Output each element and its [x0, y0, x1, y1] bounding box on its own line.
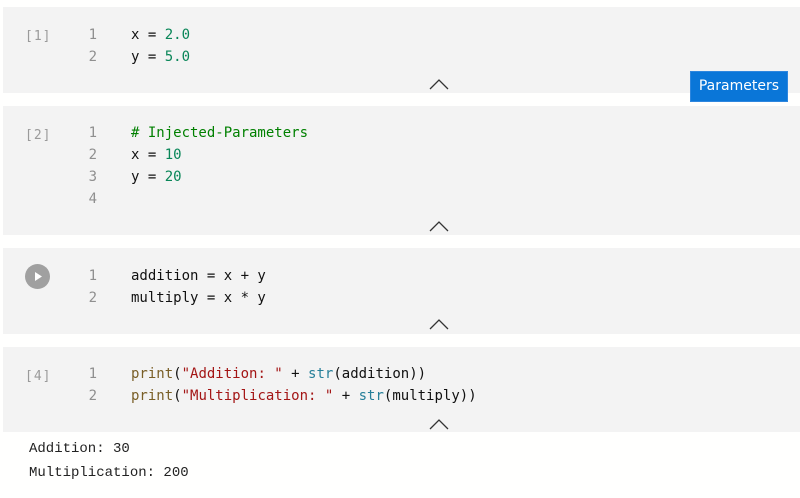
code-token: (addition)): [333, 366, 427, 382]
code-token: 2.0: [164, 27, 191, 43]
code-token: (: [173, 388, 182, 404]
line-number: 3: [88, 169, 97, 185]
code-token: y =: [131, 169, 165, 185]
code-token: "Multiplication: ": [181, 388, 334, 404]
line-number: 2: [88, 388, 97, 404]
code-cell-3[interactable]: 1 addition = x + y 2 multiply = x * y: [3, 248, 800, 334]
run-cell-button[interactable]: [25, 264, 50, 289]
line-number: 1: [88, 268, 97, 284]
code-token: y =: [131, 49, 165, 65]
code-line[interactable]: 1 x = 2.0: [87, 24, 190, 46]
code-token: +: [282, 366, 309, 382]
parameters-tag-button[interactable]: Parameters: [689, 71, 788, 102]
collapse-chevron-icon[interactable]: [429, 318, 449, 330]
code-line[interactable]: 2 y = 5.0: [87, 46, 190, 68]
line-number: 1: [88, 366, 97, 382]
code-token: str: [308, 366, 334, 382]
code-token: x =: [131, 147, 165, 163]
code-token: 10: [164, 147, 182, 163]
line-number: 2: [88, 147, 97, 163]
line-number: 4: [88, 191, 97, 207]
code-token: "Addition: ": [181, 366, 283, 382]
code-line[interactable]: 1 addition = x + y: [87, 265, 266, 287]
code-token: str: [358, 388, 384, 404]
code-line[interactable]: 2 multiply = x * y: [87, 287, 266, 309]
code-line[interactable]: 4: [87, 188, 308, 210]
play-icon: [35, 272, 42, 281]
code-cell-1[interactable]: [1] 1 x = 2.0 2 y = 5.0 Parameters: [3, 7, 800, 102]
code-token: print: [131, 388, 174, 404]
code-token: +: [333, 388, 359, 404]
code-token: 20: [164, 169, 182, 185]
line-number: 1: [88, 27, 97, 43]
code-cell-2[interactable]: [2] 1 # Injected-Parameters 2 x = 10 3 y = 20…: [3, 106, 800, 235]
line-number: 1: [88, 125, 97, 141]
collapse-chevron-icon[interactable]: [429, 78, 449, 90]
code-token: multiply = x * y: [131, 290, 266, 306]
output-line: Multiplication: 200: [29, 465, 189, 481]
cell-output: Addition: 30 Multiplication: 200: [29, 437, 189, 485]
code-line[interactable]: 2 x = 10: [87, 144, 308, 166]
code-editor[interactable]: 1 # Injected-Parameters 2 x = 10 3 y = 20 4: [87, 122, 308, 210]
code-token: print: [131, 366, 174, 382]
code-line[interactable]: 3 y = 20: [87, 166, 308, 188]
collapse-chevron-icon[interactable]: [429, 220, 449, 232]
code-token: # Injected-Parameters: [131, 125, 309, 141]
execution-count: [4]: [25, 369, 52, 384]
code-token: 5.0: [164, 49, 191, 65]
line-number: 2: [88, 290, 97, 306]
code-token: addition = x + y: [131, 268, 266, 284]
collapse-chevron-icon[interactable]: [429, 418, 449, 430]
execution-count: [2]: [25, 128, 52, 143]
code-token: (: [173, 366, 182, 382]
code-editor[interactable]: 1 x = 2.0 2 y = 5.0: [87, 24, 190, 68]
code-line[interactable]: 2 print("Multiplication: " + str(multiply…: [87, 385, 477, 407]
code-token: x =: [131, 27, 165, 43]
execution-count: [1]: [25, 29, 52, 44]
code-editor[interactable]: 1 addition = x + y 2 multiply = x * y: [87, 265, 266, 309]
output-line: Addition: 30: [29, 441, 130, 457]
code-token: (multiply)): [383, 388, 477, 404]
code-line[interactable]: 1 # Injected-Parameters: [87, 122, 308, 144]
line-number: 2: [88, 49, 97, 65]
code-line[interactable]: 1 print("Addition: " + str(addition)): [87, 363, 477, 385]
